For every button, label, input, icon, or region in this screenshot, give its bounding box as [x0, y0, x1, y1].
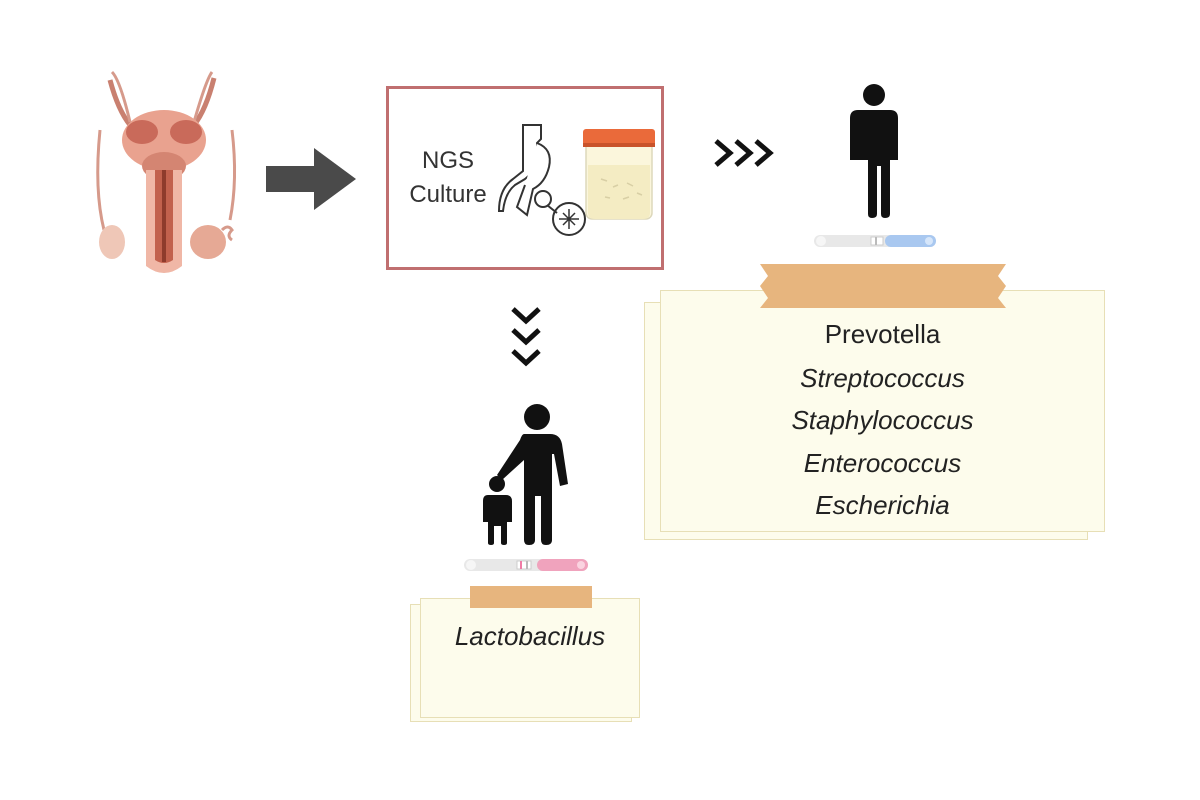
taxon-streptococcus: Streptococcus [800, 363, 965, 393]
tape-right [760, 264, 1006, 308]
male-reproductive-anatomy-illustration [96, 70, 237, 273]
taxon-staphylococcus: Staphylococcus [791, 405, 974, 435]
triple-chevron-right-icon [714, 139, 774, 167]
man-icon [850, 84, 898, 218]
method-label-culture: Culture [409, 181, 487, 208]
taxon-enterococcus: Enterococcus [803, 448, 962, 478]
pipette-icon [497, 124, 586, 236]
tape-left [470, 586, 592, 608]
triple-chevron-down-icon [511, 307, 541, 367]
taxa-note-right: Prevotella Streptococcus Staphylococcus … [660, 290, 1105, 532]
taxon-prevotella: Prevotella [824, 319, 941, 349]
parent-child-icon [483, 404, 568, 545]
specimen-container-icon [583, 129, 655, 220]
pregnancy-test-positive-icon [464, 559, 588, 571]
method-label-ngs: NGS [421, 147, 474, 174]
taxon-lactobacillus: Lactobacillus [454, 621, 606, 651]
taxa-note-left: Lactobacillus [420, 598, 640, 718]
taxon-escherichia: Escherichia [815, 490, 950, 520]
pregnancy-test-negative-icon [814, 235, 936, 247]
arrow-right-icon [266, 148, 356, 210]
method-box: NGS Culture [386, 86, 664, 270]
